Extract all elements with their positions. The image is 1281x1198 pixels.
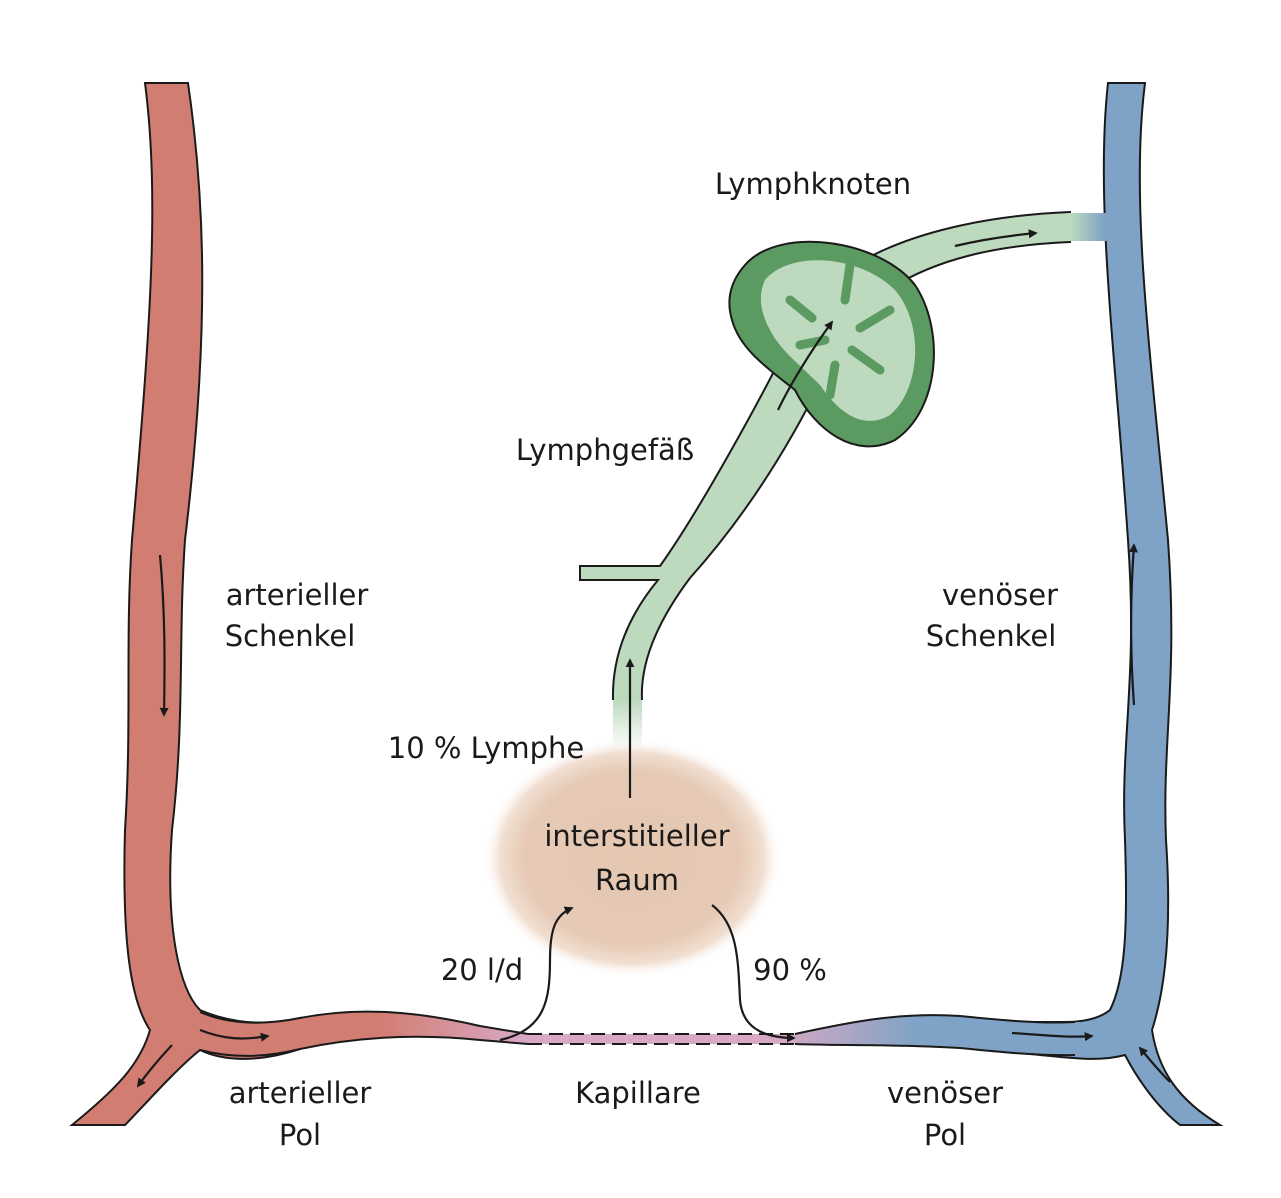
label-arterial-pole-line2: Pol [279,1118,321,1152]
label-interstitial-line2: Raum [595,863,679,897]
label-venous-limb-line1: venöser [942,578,1058,612]
arrow-arterial-branch [136,1044,173,1088]
label-reabsorption-fraction: 90 % [753,953,827,987]
label-capillary: Kapillare [575,1076,701,1110]
arrow-reabsorption [711,904,796,1043]
arrow-filtration [499,906,574,1042]
label-lymph-vessel: Lymphgefäß [516,433,694,467]
label-venous-pole-line1: venöser [887,1076,1003,1110]
lymph-vein-junction [1068,213,1108,241]
label-arterial-limb-line1: arterieller [226,578,369,612]
venous-vessel [979,82,1224,1126]
arrow-venous-up [1128,543,1138,706]
label-arterial-limb-line2: Schenkel [225,619,356,653]
efferent-lymph-vessel [858,210,1071,294]
arrow-arterial-to-capillary [199,1028,270,1042]
label-venous-limb-line2: Schenkel [926,619,1057,653]
capillary-dashed [528,1033,795,1045]
capillary-arterial-part [195,1011,528,1056]
label-lymph-fraction: 10 % Lymphe [388,731,584,765]
flow-arrows [136,229,1171,1088]
arrow-arterial-down [158,554,169,717]
capillary-venous-part [795,1015,1090,1054]
arrow-venous-branch [1138,1046,1171,1083]
arterial-vessel [69,82,301,1126]
lymph-vessel-fade [613,700,642,750]
label-interstitial-line1: interstitieller [544,819,729,853]
lymph-node [728,240,935,448]
capillary-arterial-outline [199,1010,529,1057]
label-filtration-volume: 20 l/d [441,953,523,987]
arrow-lymph-to-node [777,320,834,411]
label-lymph-node: Lymphknoten [715,167,911,201]
label-arterial-pole-line1: arterieller [229,1076,372,1110]
interstitial-space [482,738,782,978]
capillary-venous-outline [794,1014,1076,1057]
arrow-efferent [954,229,1038,248]
arrow-venous-pole [1011,1031,1094,1042]
label-venous-pole-line2: Pol [924,1118,966,1152]
